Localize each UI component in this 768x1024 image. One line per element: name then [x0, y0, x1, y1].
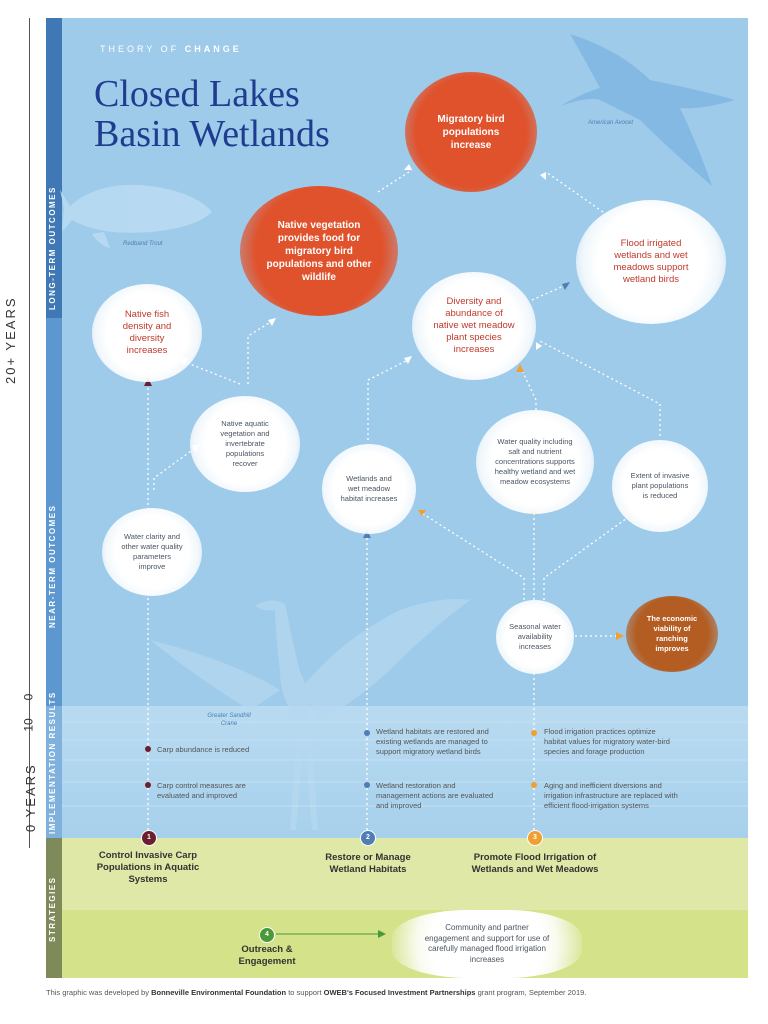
outcome-native-vegetation: Native vegetation provides food for migr… — [240, 186, 398, 316]
outcome-flood-irrigated: Flood irrigated wetlands and wet meadows… — [576, 200, 726, 324]
impl-carp-control: Carp control measures are evaluated and … — [157, 781, 246, 800]
water-texture — [62, 721, 748, 807]
impl-flood-practices: Flood irrigation practices optimize habi… — [544, 727, 670, 756]
outcome-flood-irrigated-text: Flood irrigated wetlands and wet meadows… — [613, 238, 689, 285]
strategy-2-number: 2 — [360, 830, 376, 846]
title-line-2: Basin Wetlands — [94, 113, 330, 155]
avocet-caption: American Avocet — [588, 120, 634, 126]
timeline-line — [29, 18, 30, 848]
strategy-3-label: Promote Flood Irrigation of Wetlands and… — [471, 852, 599, 875]
impl-dot — [531, 782, 537, 788]
outcome-wetland-habitat-text: Wetlands and wet meadow habitat increase… — [340, 474, 398, 503]
arrowhead — [536, 342, 542, 350]
strategy-4-label: Outreach & Engagement — [238, 944, 296, 967]
connector-aquatic-to-fish — [179, 359, 241, 385]
connector-clarity-to-aquatic — [153, 445, 199, 490]
connector-diversity-to-flood — [531, 283, 569, 301]
impl-aging-diversions: Aging and inefficient diversions and irr… — [544, 781, 678, 810]
impl-wetland-restored: Wetland habitats are restored and existi… — [376, 727, 489, 756]
impl-dot — [145, 746, 151, 752]
arrowhead — [144, 378, 152, 386]
arrowhead — [418, 510, 426, 516]
arrowhead — [404, 164, 412, 170]
outcome-diversity-plants: Diversity and abundance of native wet me… — [412, 272, 536, 380]
outcome-diversity-plants-text: Diversity and abundance of native wet me… — [433, 296, 515, 355]
strategy-1-number: 1 — [141, 830, 157, 846]
crane-caption: Greater Sandhill Crane — [207, 713, 251, 727]
crane-silhouette — [150, 599, 470, 830]
outcome-economic: The economic viability of ranching impro… — [626, 596, 718, 672]
outcome-invasive-text: Extent of invasive plant populations is … — [630, 471, 690, 500]
kicker-prefix: THEORY OF — [100, 44, 180, 54]
connector-seasonal-to-wetland — [419, 511, 525, 600]
title-line-1: Closed Lakes — [94, 73, 300, 115]
footer-mid: to support — [288, 988, 322, 997]
outcome-water-quality-text: Water quality including salt and nutrien… — [494, 437, 576, 486]
footer-credit: This graphic was developed by Bonneville… — [46, 988, 586, 997]
outcome-wetland-habitat: Wetlands and wet meadow habitat increase… — [322, 444, 416, 534]
outcome-native-vegetation-text: Native vegetation provides food for migr… — [266, 219, 372, 283]
outcome-seasonal-water-text: Seasonal water availability increases — [509, 622, 561, 651]
outcome-migratory-birds-text: Migratory bird populations increase — [437, 113, 505, 151]
arrowhead — [404, 356, 412, 364]
outcome-migratory-birds: Migratory bird populations increase — [405, 72, 537, 192]
strategies-bar — [46, 838, 62, 978]
outcome-water-clarity: Water clarity and other water quality pa… — [102, 508, 202, 596]
outreach-connector — [276, 930, 386, 938]
footer-post: grant program, September 2019. — [477, 988, 587, 997]
timeline-ruler — [20, 18, 40, 848]
footer-program: OWEB's Focused Investment Partnerships — [323, 988, 476, 997]
arrowhead — [540, 172, 546, 180]
connector-vegetation-to-birds — [377, 169, 413, 193]
outcome-aquatic-vegetation-text: Native aquatic vegetation and invertebra… — [220, 419, 270, 468]
outcome-outreach-text: Community and partner engagement and sup… — [424, 923, 550, 964]
arrowhead — [378, 930, 386, 938]
outcome-aquatic-vegetation: Native aquatic vegetation and invertebra… — [190, 396, 300, 492]
arrowhead — [562, 282, 570, 290]
connector-invasive-to-diversity — [537, 339, 661, 436]
connector-flood-to-birds — [545, 171, 604, 213]
strategy-4-number: 4 — [259, 927, 275, 943]
impl-wetland-evaluated: Wetland restoration and management actio… — [376, 781, 494, 810]
impl-dot — [145, 782, 151, 788]
trout-silhouette — [60, 184, 212, 248]
outcome-seasonal-water: Seasonal water availability increases — [496, 600, 574, 674]
arrowhead — [363, 530, 371, 538]
outcome-water-clarity-text: Water clarity and other water quality pa… — [121, 532, 183, 571]
strategy-2-label: Restore or Manage Wetland Habitats — [325, 852, 411, 875]
connector-seasonal-to-invasive — [543, 515, 631, 600]
footer-pre: This graphic was developed by — [46, 988, 149, 997]
impl-carp-abundance: Carp abundance is reduced — [157, 745, 250, 754]
water-panel — [46, 706, 748, 838]
strategy-1-label: Control Invasive Carp Populations in Aqu… — [96, 850, 200, 885]
connector-aquatic-to-vegetation — [247, 319, 275, 384]
outcome-water-quality: Water quality including salt and nutrien… — [476, 410, 594, 514]
impl-dot — [364, 782, 370, 788]
arrowhead — [268, 318, 276, 326]
implementation-bar — [46, 706, 62, 838]
kicker-emphasis: CHANGE — [184, 44, 242, 54]
impl-dot — [531, 730, 537, 736]
long-term-bar — [46, 18, 62, 318]
strategies-panel — [46, 838, 748, 910]
near-term-bar — [46, 318, 62, 706]
connector-wetland-to-diversity — [367, 357, 413, 440]
avocet-silhouette — [560, 34, 735, 186]
arrowhead — [616, 632, 624, 640]
outcome-native-fish-text: Native fish density and diversity increa… — [122, 309, 172, 356]
trout-caption: Redband Trout — [123, 241, 163, 247]
strategy-3-number: 3 — [527, 830, 543, 846]
outcome-native-fish: Native fish density and diversity increa… — [92, 284, 202, 382]
kicker: THEORY OF CHANGE — [100, 44, 242, 54]
arrowhead — [516, 364, 524, 372]
outcome-invasive: Extent of invasive plant populations is … — [612, 440, 708, 532]
footer-org: Bonneville Environmental Foundation — [151, 988, 287, 997]
outcome-outreach: Community and partner engagement and sup… — [392, 910, 582, 978]
page-title: Closed Lakes Basin Wetlands — [94, 74, 414, 154]
outcome-economic-text: The economic viability of ranching impro… — [646, 614, 698, 653]
impl-dot — [364, 730, 370, 736]
